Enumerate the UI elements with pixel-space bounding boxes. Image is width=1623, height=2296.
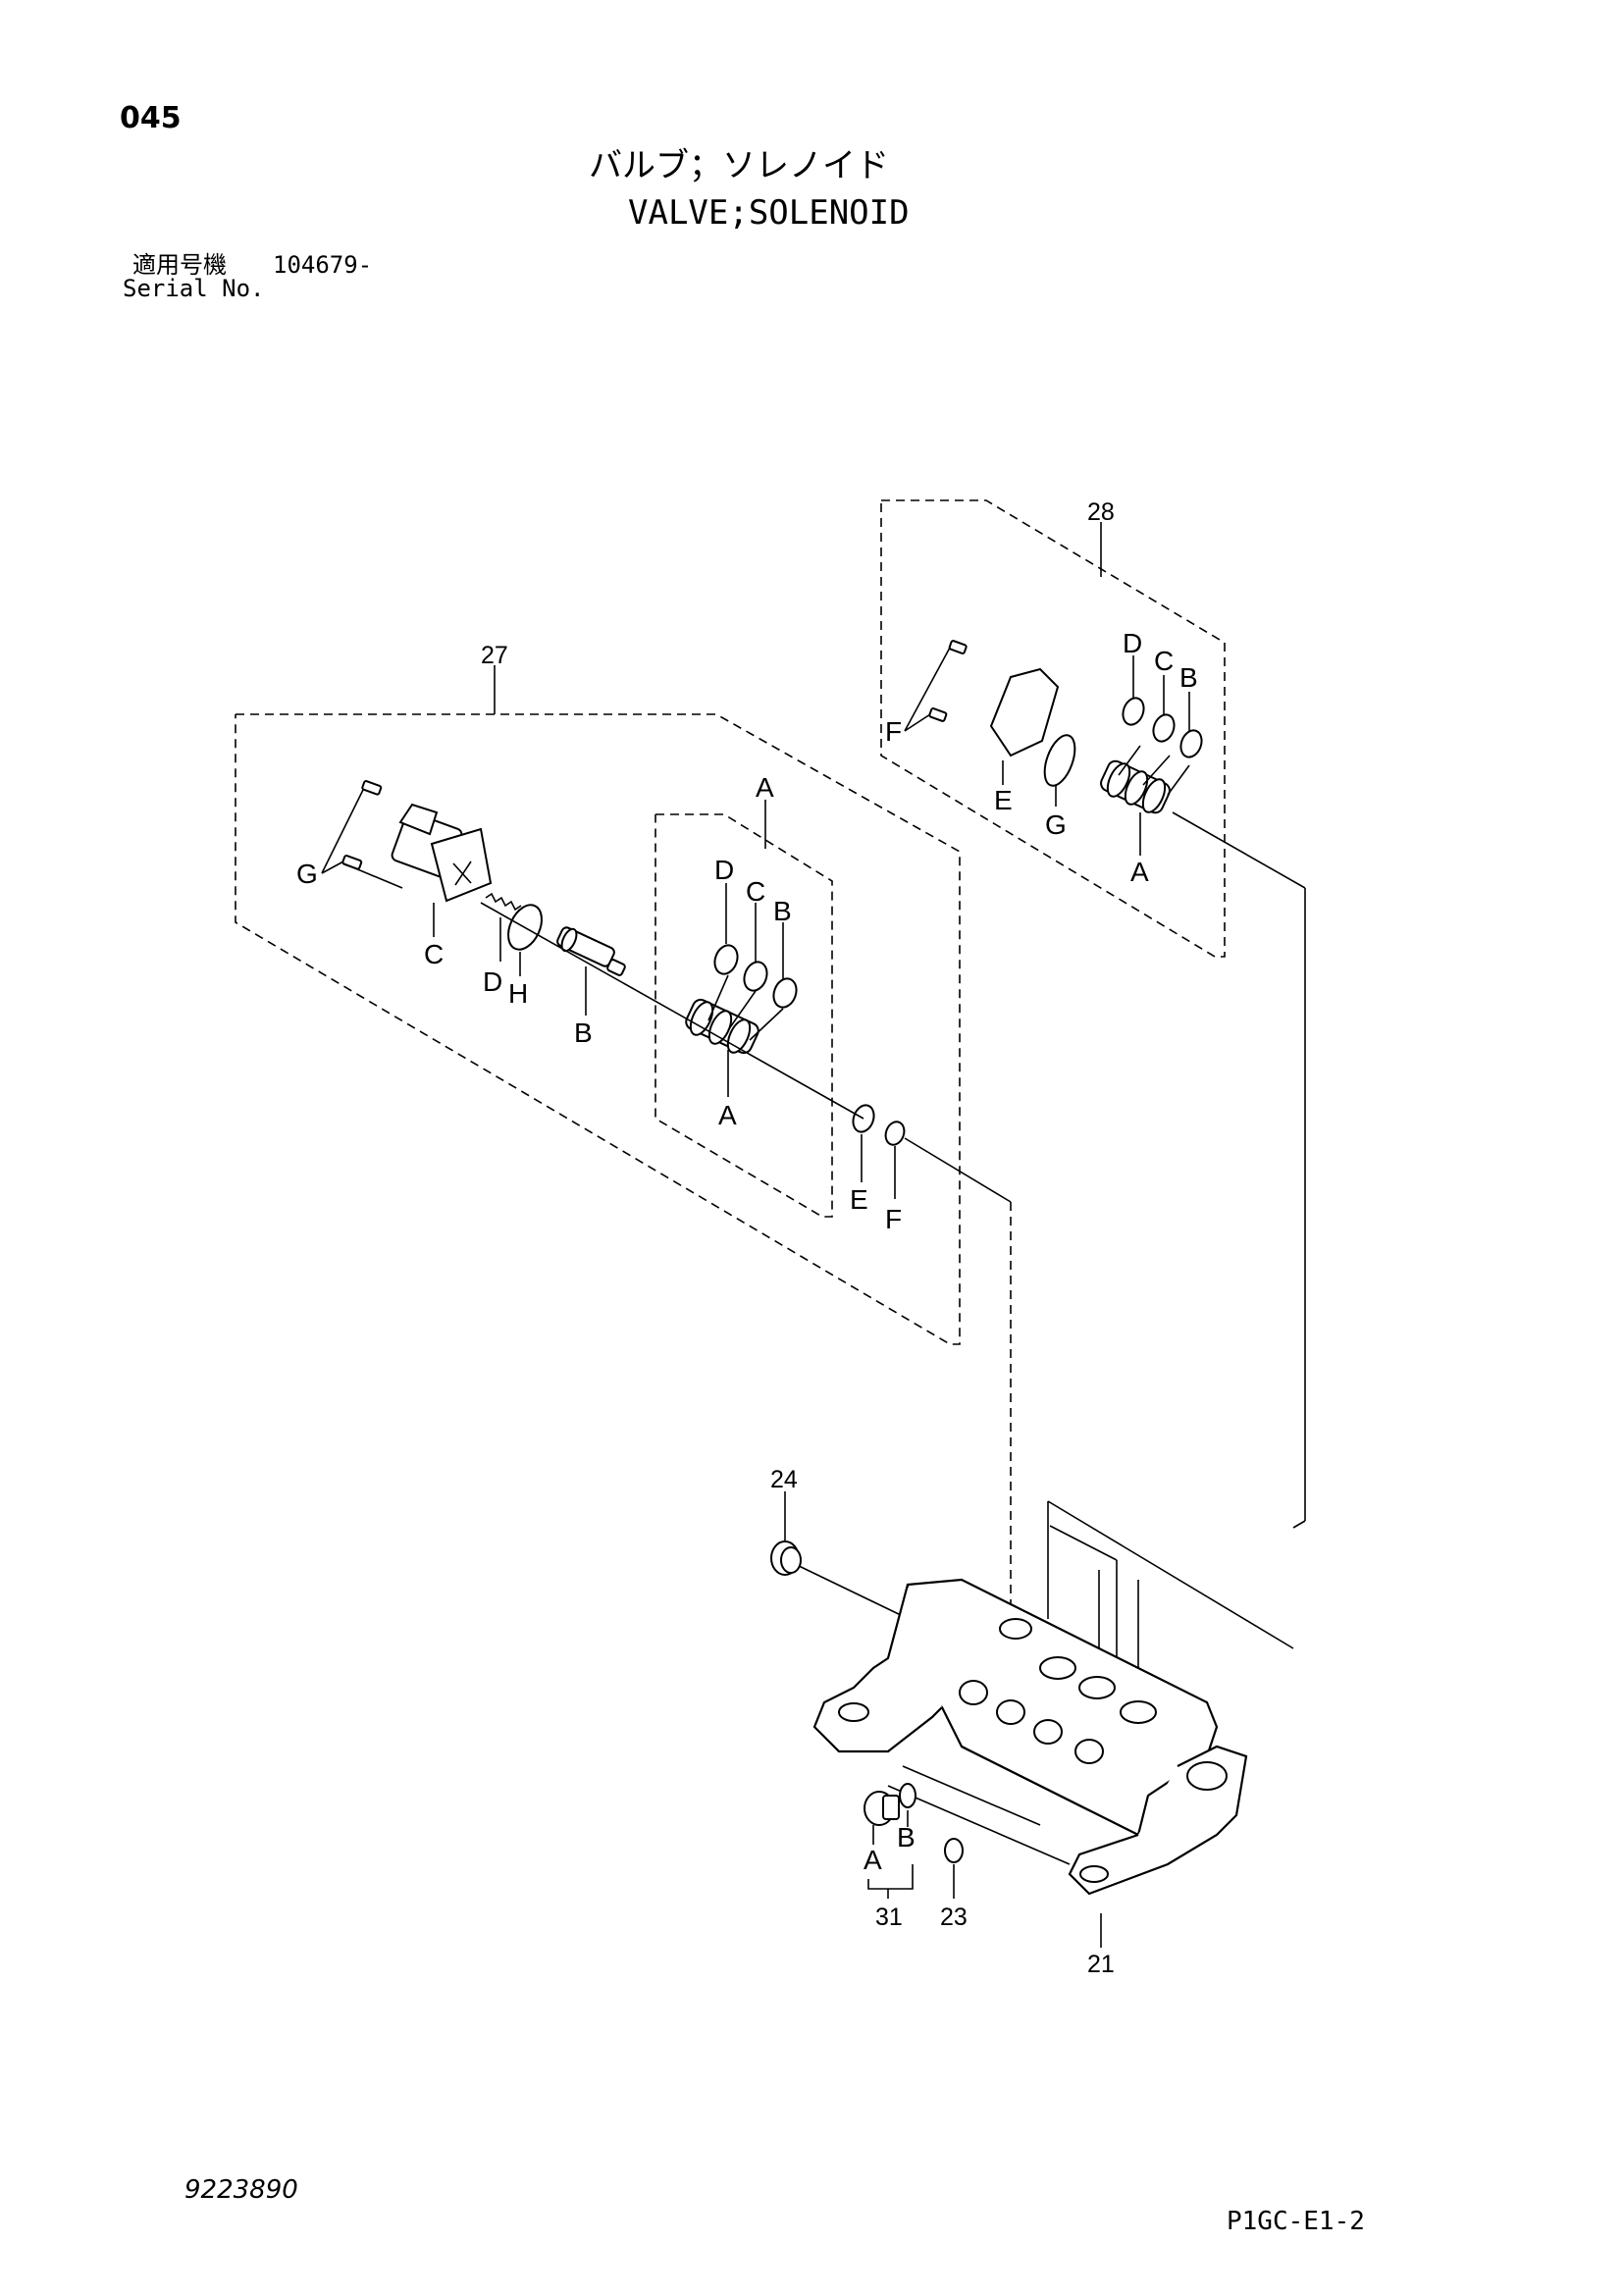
assembly-27: 27 G C D H B A [235,642,961,1345]
callout-28: 28 [1087,498,1115,526]
assembly-28: 28 F E G A D C B [880,498,1226,958]
letter-C-27: C [424,939,444,969]
serial-label-jp: 適用号機 [132,251,227,279]
callout-23: 23 [940,1904,968,1931]
plug-23: 23 [940,1838,968,1931]
callout-31: 31 [875,1904,903,1931]
letter-B-28: B [1179,662,1198,693]
letter-D-27: D [483,966,502,997]
letter-H-27: H [508,978,528,1009]
footer-document-number: 9223890 [184,2175,298,2205]
valve-body-21: 21 [812,1578,1248,1978]
letter-A-sub: A [756,772,774,803]
letter-F-27: F [885,1204,902,1234]
letter-B-27: B [574,1018,593,1048]
letter-B-27: B [773,896,792,926]
title-english: VALVE;SOLENOID [628,193,910,233]
letter-A-31: A [864,1845,882,1875]
plug-24: 24 [770,1466,802,1576]
assembly-31: A B 31 [864,1783,916,1931]
letter-D-27: D [714,855,734,885]
sub-assembly-A: A A D C B [654,772,833,1218]
callout-21: 21 [1087,1951,1115,1978]
letter-B-31: B [897,1822,916,1852]
serial-label-en: Serial No. [123,275,265,302]
callout-24: 24 [770,1466,798,1493]
letter-G-27: G [296,859,318,889]
page-number: 045 [120,101,182,135]
letter-A-27: A [718,1100,737,1130]
serial-value: 104679- [273,251,372,279]
title-japanese: バルブ；ソレノイド [589,146,889,185]
letter-C-28: C [1154,646,1174,676]
assembly-lines [342,811,1306,1697]
letter-D-28: D [1123,628,1142,658]
footer-page-code: P1GC-E1-2 [1227,2207,1365,2236]
letter-G-28: G [1045,809,1067,840]
letter-A-28: A [1130,857,1149,887]
letter-C-27: C [746,876,765,907]
callout-27: 27 [481,642,508,669]
letter-E-28: E [994,785,1013,815]
letter-E-27: E [850,1184,868,1215]
letter-F-28: F [885,716,902,747]
